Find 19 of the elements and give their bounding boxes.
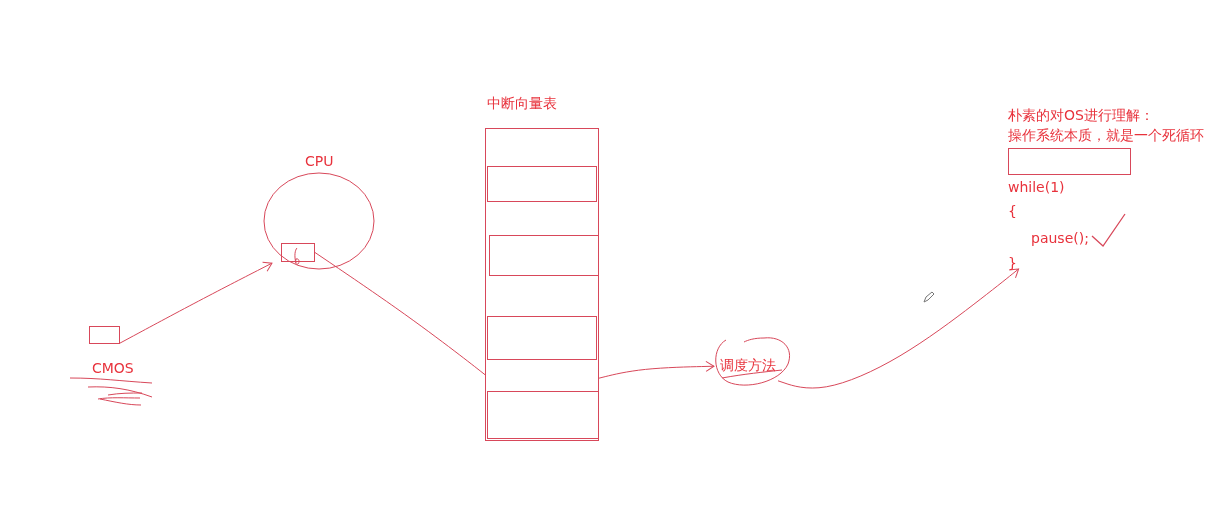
- table-title: 中断向量表: [487, 94, 557, 112]
- table-row: [487, 316, 597, 360]
- note-text: 朴素的对OS进行理解：: [1008, 106, 1154, 124]
- node-title: CPU: [305, 152, 334, 170]
- arrow: [119, 261, 273, 344]
- arrow: [598, 360, 715, 379]
- table-row: [487, 391, 599, 439]
- note-text: while(1): [1008, 178, 1065, 196]
- arrow: [777, 268, 1020, 389]
- note-text: {: [1008, 202, 1017, 220]
- empty-box: [281, 243, 315, 262]
- node-label: 调度方法: [720, 356, 776, 374]
- empty-box: [1008, 148, 1131, 175]
- note-text: pause();: [1031, 229, 1089, 247]
- node-caption: CMOS: [92, 359, 134, 377]
- code-text: }: [1008, 254, 1017, 272]
- table-row: [489, 235, 599, 276]
- table-row: [487, 166, 597, 202]
- cpu-circle: [263, 156, 375, 270]
